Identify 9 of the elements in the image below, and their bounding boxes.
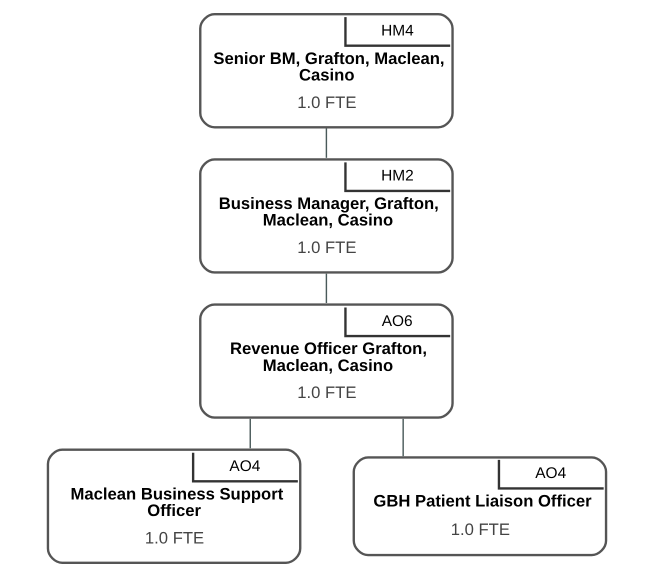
connector <box>326 128 328 158</box>
node-box: AO4 Maclean Business Support Officer 1.0 FTE <box>46 448 302 564</box>
connector <box>402 418 404 456</box>
node-box: HM4 Senior BM, Grafton, Maclean, Casino 1.0 FTE <box>199 13 454 128</box>
node-box: HM2 Business Manager, Grafton, Maclean, Casino 1.0 FTE <box>199 158 454 274</box>
node-box: AO6 Revenue Officer Grafton, Maclean, Casino 1.0 FTE <box>199 303 454 419</box>
node-box: AO4 GBH Patient Liaison Officer 1.0 FTE <box>352 456 608 556</box>
connector <box>326 274 328 304</box>
connector <box>250 418 251 448</box>
